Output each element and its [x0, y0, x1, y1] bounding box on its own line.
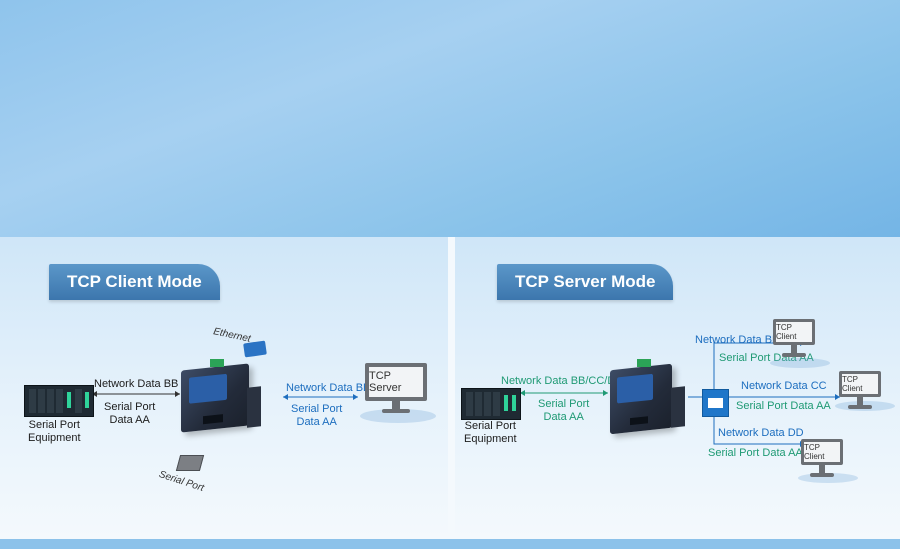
serial-connector-icon	[175, 455, 205, 471]
server-network-label-mid: Network Data CC	[741, 380, 827, 392]
client-serial-label-left: Serial Port Data AA	[104, 401, 156, 426]
client-network-label-left: Network Data BB	[94, 378, 179, 390]
tcp-client-title: TCP Client Mode	[49, 264, 220, 300]
serial-equipment-label: Serial Port Equipment	[28, 419, 81, 444]
client-shadow-3	[798, 473, 858, 483]
device-terminal-block	[210, 359, 224, 367]
tcp-client-panel: TCP Client Mode Serial Port Equipment Ne…	[0, 237, 448, 539]
server-serial-label-bot: Serial Port Data AA	[708, 447, 803, 459]
panel-divider	[448, 237, 455, 539]
device-mount-ear	[247, 386, 261, 428]
serial-server-device	[610, 363, 672, 435]
tcp-server-title: TCP Server Mode	[497, 264, 674, 300]
tcp-client-label-2: TCP Client	[842, 375, 863, 393]
hero-banner	[0, 0, 900, 237]
network-switch-icon	[702, 389, 729, 417]
client-connection-lines	[92, 391, 358, 400]
server-shadow	[360, 409, 436, 423]
tcp-server-label: TCP Server	[369, 370, 402, 394]
server-serial-label-left: Serial Port Data AA	[538, 398, 590, 423]
serial-equipment-label: Serial Port Equipment	[464, 420, 517, 445]
serial-equipment-icon	[24, 385, 94, 417]
client-network-label-right: Network Data BB	[286, 382, 371, 394]
client-shadow-1	[770, 358, 830, 368]
server-network-label-bot: Network Data DD	[718, 427, 804, 439]
tcp-server-panel: TCP Server Mode Serial Port Equipment Ne…	[455, 237, 900, 539]
serial-equipment-icon	[461, 388, 521, 420]
serial-server-device	[181, 363, 249, 433]
server-network-label-top: Network Data BB	[695, 334, 780, 346]
tcp-client-label-1: TCP Client	[776, 323, 797, 341]
device-terminal-block	[637, 359, 651, 367]
client-serial-label-right: Serial Port Data AA	[291, 403, 343, 428]
server-serial-label-mid: Serial Port Data AA	[736, 400, 831, 412]
tcp-client-label-3: TCP Client	[804, 443, 825, 461]
device-mount-ear	[671, 386, 685, 428]
bottom-bar	[0, 539, 900, 549]
server-network-label-left: Network Data BB/CC/DD	[501, 375, 624, 387]
